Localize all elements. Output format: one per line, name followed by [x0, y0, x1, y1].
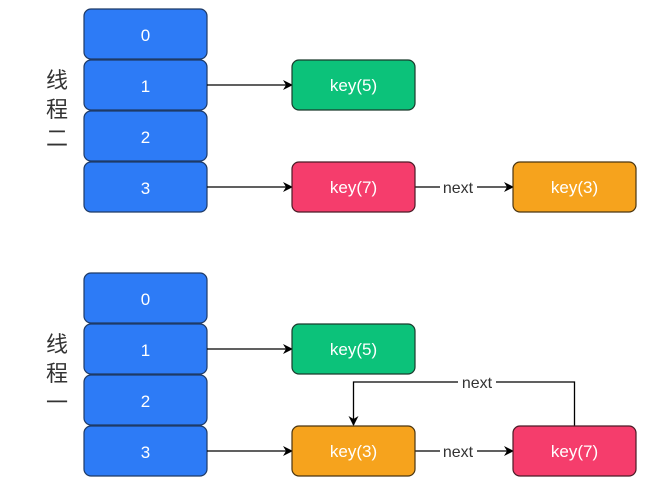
thread-label-char: 程 — [46, 98, 68, 123]
node-label: key(3) — [551, 178, 598, 197]
thread-label-char: 二 — [46, 127, 68, 152]
node-label: key(5) — [330, 340, 377, 359]
array-slot: 2 — [83, 374, 208, 426]
slot-index: 0 — [141, 290, 150, 309]
thread-label-char: 线 — [46, 69, 68, 94]
entry-node: key(7) — [512, 425, 637, 477]
edge-label-next: next — [443, 180, 474, 197]
entry-node: key(3) — [291, 425, 416, 477]
entry-node: key(7) — [291, 161, 416, 213]
thread-label-char: 线 — [46, 333, 68, 358]
entry-node: key(3) — [512, 161, 637, 213]
entry-node: key(5) — [291, 59, 416, 111]
thread-label-char: 程 — [46, 362, 68, 387]
slot-index: 2 — [141, 128, 150, 147]
node-label: key(3) — [330, 442, 377, 461]
array-slot: 0 — [83, 8, 208, 60]
slot-index: 1 — [141, 77, 150, 96]
array-slot: 2 — [83, 110, 208, 162]
array-slot: 1 — [83, 323, 208, 375]
panel-thread-one: 线 程 一 0 1 2 3 next next — [46, 272, 637, 477]
edge-label-next: next — [443, 444, 474, 461]
entry-node: key(5) — [291, 323, 416, 375]
slot-index: 0 — [141, 26, 150, 45]
array-slot: 0 — [83, 272, 208, 324]
edge-arrow — [348, 381, 458, 426]
array-slot: 1 — [83, 59, 208, 111]
node-label: key(7) — [551, 442, 598, 461]
node-label: key(7) — [330, 178, 377, 197]
slot-index: 3 — [141, 179, 150, 198]
thread-label-char: 一 — [46, 391, 68, 416]
array-slot: 3 — [83, 161, 208, 213]
node-label: key(5) — [330, 76, 377, 95]
array-slot: 3 — [83, 425, 208, 477]
panel-thread-two: 线 程 二 0 1 2 3 next key(5) — [46, 8, 637, 213]
thread-label: 线 程 一 — [46, 333, 68, 416]
thread-label: 线 程 二 — [46, 69, 68, 152]
edge-label-next: next — [462, 375, 493, 392]
slot-index: 1 — [141, 341, 150, 360]
edge-line — [496, 381, 576, 426]
slot-index: 3 — [141, 443, 150, 462]
slot-index: 2 — [141, 392, 150, 411]
